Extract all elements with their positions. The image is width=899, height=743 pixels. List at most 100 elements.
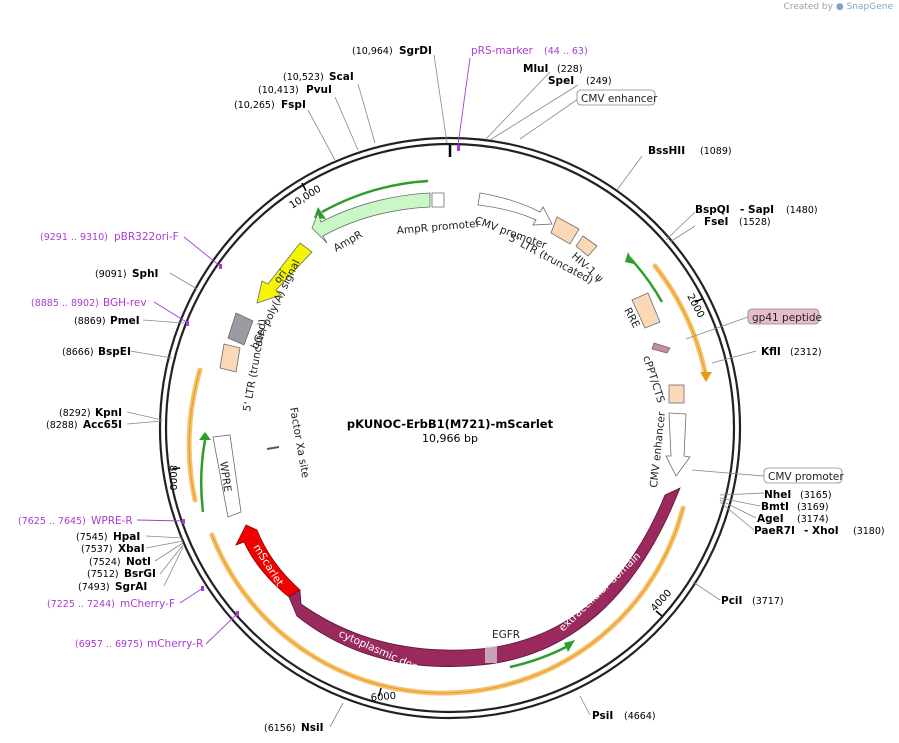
primer-range: (44 .. 63) (544, 46, 588, 57)
site-pos: (7524) (89, 557, 121, 568)
gp41-marker (651, 342, 671, 354)
site-pos: (7512) (87, 569, 119, 580)
site-name: BsrGI (124, 568, 156, 580)
cmv-enhancer-inner-feature (665, 412, 691, 477)
site-pos: (6156) (264, 723, 296, 734)
site-name: MluI (523, 63, 548, 75)
tick-label-4000: 4000 (649, 588, 674, 614)
site-name: Acc65I (83, 419, 122, 431)
site-pos: (1089) (700, 146, 732, 157)
gp41-callout-label: gp41 peptide (752, 312, 822, 324)
site-pos: (8869) (74, 316, 106, 327)
site-pos: (1528) (739, 217, 771, 228)
primer-range: (6957 .. 6975) (75, 639, 143, 650)
rre-feature (631, 292, 661, 329)
primer-name: pRS-marker (471, 45, 534, 57)
primer-range: (9291 .. 9310) (40, 232, 108, 243)
cmv-enhancer-callout-label: CMV enhancer (581, 93, 658, 105)
backbone-ticks (171, 182, 703, 697)
site-pos: (3169) (797, 502, 829, 513)
extracellular-domain-label: extracellular domain (557, 550, 643, 634)
site-name: SgrDI (399, 45, 432, 57)
wpre-label: WPRE (217, 461, 233, 493)
site-name: BssHII (648, 145, 685, 157)
primer-range: (7225 .. 7244) (47, 599, 115, 610)
primer-range: (7625 .. 7645) (18, 516, 86, 527)
site-name-alt: - SapI (740, 204, 774, 216)
site-name-alt: - XhoI (804, 525, 839, 537)
site-name: PsiI (592, 710, 613, 722)
tick-label-8000: 8000 (167, 465, 178, 490)
site-name: FseI (704, 216, 728, 228)
site-name: FspI (281, 99, 306, 111)
site-pos: (7545) (76, 532, 108, 543)
site-name: PciI (721, 595, 742, 607)
site-pos: (249) (586, 76, 612, 87)
egfr-feature (288, 487, 681, 667)
ampr-feature (311, 192, 431, 244)
site-name: KflI (761, 346, 781, 358)
site-name: BspEI (98, 346, 131, 358)
credit-prefix: Created by (783, 2, 833, 12)
site-pos: (10,523) (283, 72, 324, 83)
site-name: BmtI (761, 501, 789, 513)
plasmid-backbone (158, 136, 742, 720)
cmv-promoter-callout-label: CMV promoter (768, 471, 844, 483)
ampr-promoter-feature (431, 192, 445, 208)
primer-name: WPRE-R (91, 515, 133, 527)
primer-leaders (136, 57, 471, 645)
site-pos: (3717) (752, 596, 784, 607)
site-pos: (7537) (81, 544, 113, 555)
wpre-feature (212, 434, 242, 518)
primers: pRS-marker (44 .. 63) (9291 .. 9310) pBR… (18, 45, 588, 650)
site-name: BspQI (695, 204, 730, 216)
site-pos: (10,265) (234, 100, 275, 111)
gp41-callout (747, 308, 820, 325)
cppt-label: cPPT/CTS (640, 354, 667, 404)
credit-brand: SnapGene (846, 2, 893, 12)
cmv-enhancer-leader (519, 98, 579, 140)
cmv-promoter-callout (763, 467, 843, 484)
site-pos: (9091) (95, 269, 127, 280)
site-name: XbaI (118, 543, 145, 555)
site-name: NheI (764, 489, 791, 501)
site-name: ScaI (329, 71, 354, 83)
snapgene-credit: Created by ● SnapGene (783, 2, 893, 12)
ori-feature (256, 242, 313, 304)
site-pos: (1480) (786, 205, 818, 216)
site-pos: (3180) (853, 526, 885, 537)
gp41-leader (685, 316, 749, 340)
primer-markers (182, 145, 460, 616)
site-pos: (3165) (800, 490, 832, 501)
ampr-label: AmpR (332, 229, 365, 255)
site-name: HpaI (113, 531, 140, 543)
site-leaders (126, 54, 765, 728)
site-name: KpnI (95, 407, 122, 419)
site-pos: (2312) (790, 347, 822, 358)
cmv-enhancer-inner-label: CMV enhancer (648, 410, 668, 488)
ltr-left-feature (219, 343, 241, 373)
site-pos: (10,413) (258, 85, 299, 96)
factor-xa-label: Factor Xa site (287, 406, 311, 478)
egfr-label: EGFR (492, 629, 520, 641)
bgh-feature (227, 312, 254, 346)
site-name: PaeR7I (754, 525, 795, 537)
snapgene-logo: ● (835, 2, 844, 12)
tick-label-6000: 6000 (370, 691, 396, 704)
site-pos: (228) (557, 64, 583, 75)
primer-name: pBR322ori-F (114, 231, 179, 243)
site-name: SpeI (548, 75, 574, 87)
primer-range: (8885 .. 8902) (31, 298, 99, 309)
restriction-sites: (10,964) SgrDI (10,523) ScaI (10,413) Pv… (46, 45, 885, 734)
hiv-psi-feature (575, 235, 598, 257)
site-pos: (4664) (624, 711, 656, 722)
site-name: PvuI (306, 84, 332, 96)
cppt-feature (668, 384, 685, 404)
site-pos: (8292) (59, 408, 91, 419)
egfr-tm-segment (485, 646, 497, 663)
site-name: AgeI (757, 513, 784, 525)
cmv-promoter-inner-feature (477, 192, 553, 226)
site-name: SphI (132, 268, 158, 280)
primer-name: mCherry-F (120, 598, 175, 610)
